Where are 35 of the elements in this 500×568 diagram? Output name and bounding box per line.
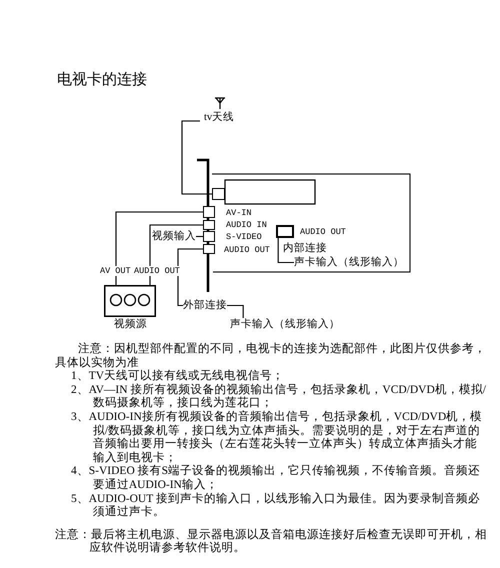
connecting-line bbox=[278, 238, 294, 264]
connecting-line bbox=[177, 248, 203, 306]
port-socket bbox=[203, 231, 215, 242]
port-label: AUDIO IN bbox=[226, 220, 267, 230]
port-socket bbox=[203, 244, 215, 254]
port-label: 内部连接 bbox=[283, 242, 327, 255]
port-label: S-VIDEO bbox=[226, 232, 262, 242]
edge-label: AUDIO OUT bbox=[133, 266, 181, 276]
connecting-line bbox=[196, 236, 203, 238]
connection-label: 视频输入 bbox=[152, 230, 196, 243]
note-paragraph: 2、AV—IN 接所有视频设备的视频输出信号，包括录象机，VCD/DVD机，模拟/数码摄象机等，接口线为莲花口； bbox=[71, 384, 487, 410]
port-socket bbox=[212, 188, 225, 200]
title: 电视卡的连接 bbox=[57, 70, 147, 89]
note-paragraph: 3、AUDIO-IN接所有视频设备的音频输出信号，包括录象机，VCD/DVD机，模拟/数码摄象机等，接口线为立体声插头。需要说明的是，对于左右声道的音频输出要用一转接头（左右莲花头转一立体声头）转成立体声插头才能输入到电视卡； bbox=[71, 410, 484, 464]
connection-label: 声卡输入（线形输入） bbox=[230, 318, 340, 331]
note-paragraph: 1、TV天线可以接有线或无线电视信号； bbox=[71, 370, 286, 384]
note-paragraph: 注意：最后将主机电源、显示器电源以及音箱电源连接好后检查无误即可开机，相应软件说明请参考软件说明。 bbox=[55, 528, 487, 556]
connecting-line bbox=[181, 120, 212, 195]
note-paragraph: 5、AUDIO-OUT 接到声卡的输入口，以线形输入口为最佳。因为要录制音频必须通过声卡。 bbox=[71, 492, 481, 520]
edge-label: AV OUT bbox=[99, 266, 132, 276]
connecting-line bbox=[115, 211, 203, 285]
port-label: AV-IN bbox=[226, 208, 252, 218]
note-paragraph: 注意：因机型部件配置的不同，电视卡的连接为选配部件，此图片仅供参考，具体以实物为准 bbox=[55, 343, 487, 370]
connector-header bbox=[276, 225, 294, 238]
port-socket bbox=[203, 206, 215, 218]
antenna-label: tv天线 bbox=[204, 111, 234, 124]
connection-label: 声卡输入（线形输入） bbox=[294, 256, 404, 269]
connecting-line bbox=[227, 304, 244, 318]
port-label: AUDIO OUT bbox=[300, 227, 346, 237]
port-socket bbox=[203, 220, 215, 230]
note-paragraph: 4、S-VIDEO 接有S端子设备的视频输出，它只传输视频，不传输音频。音频还要通过AUDIO-IN输入； bbox=[71, 465, 482, 492]
device-label: 视频源 bbox=[114, 318, 147, 331]
port-label: AUDIO OUT bbox=[224, 245, 270, 255]
connection-label: 外部连接 bbox=[183, 299, 227, 312]
connecting-line bbox=[149, 224, 203, 285]
